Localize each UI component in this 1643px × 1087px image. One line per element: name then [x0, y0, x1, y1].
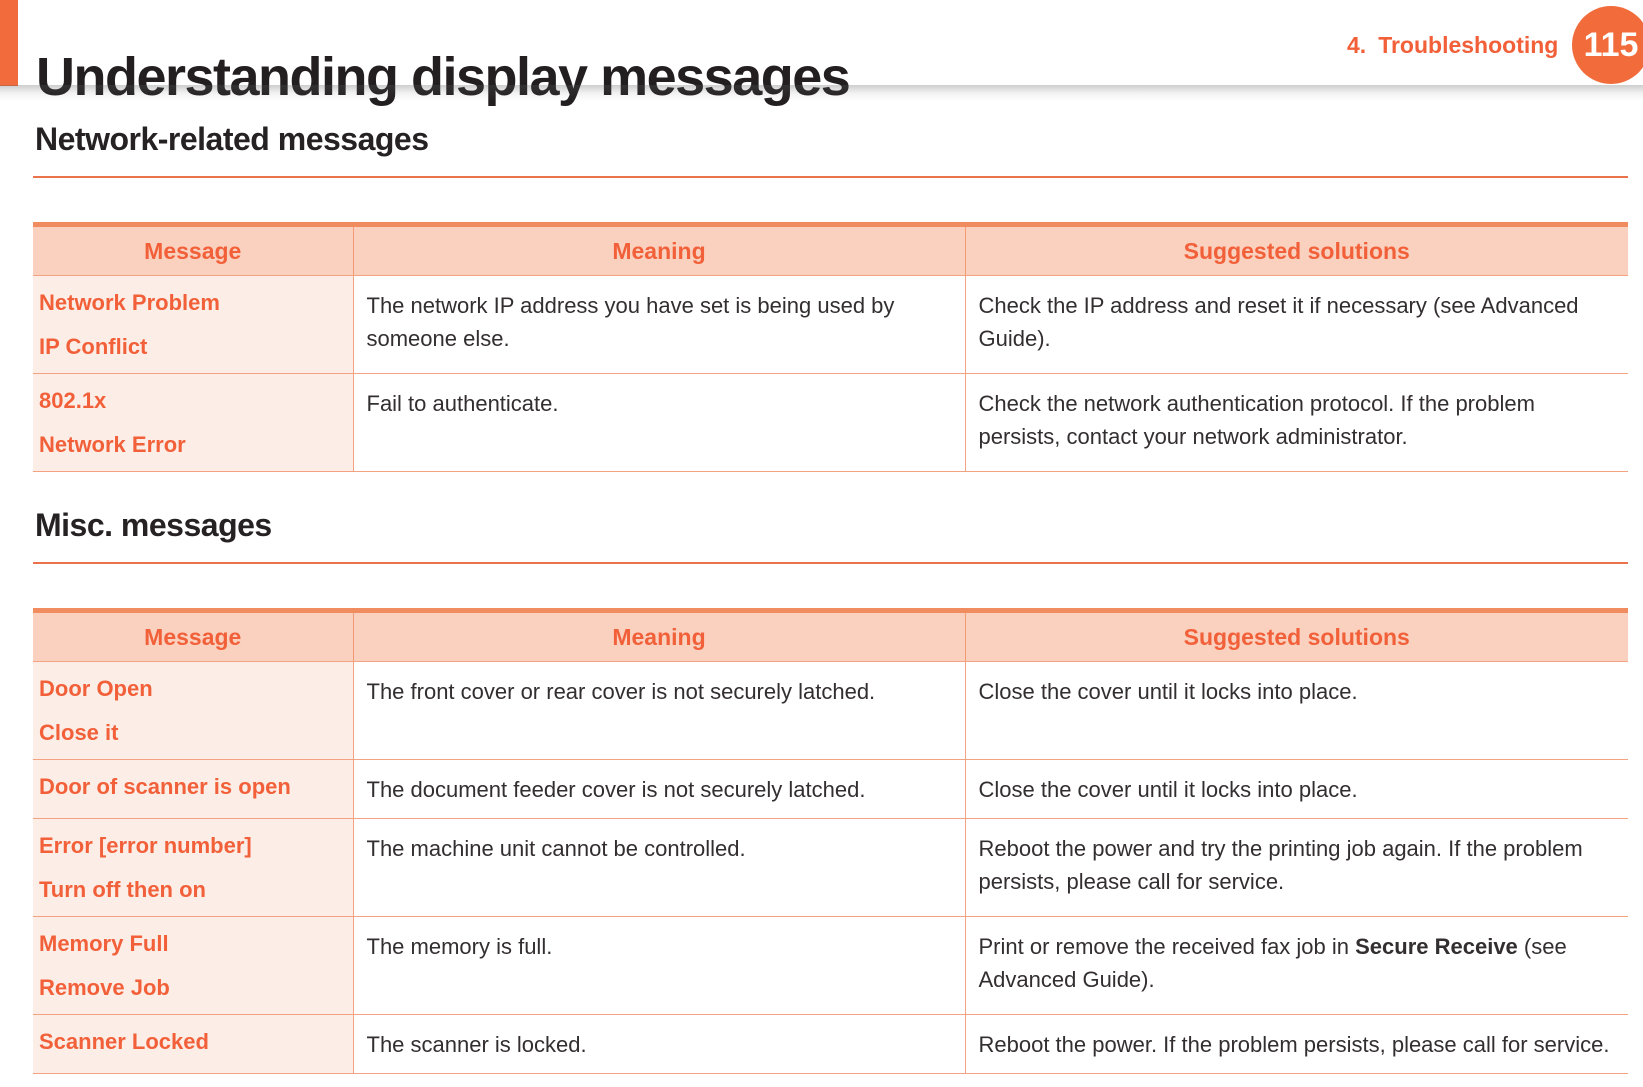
meaning-cell: Fail to authenticate. — [352, 373, 965, 472]
message-cell: Scanner Locked — [33, 1014, 353, 1074]
header-accent-bar — [0, 0, 18, 86]
solution-cell: Check the network authentication protoco… — [964, 373, 1628, 472]
solution-text: Close the cover until it locks into plac… — [978, 777, 1358, 802]
chapter-number: 4. — [1347, 32, 1367, 58]
solution-cell: Reboot the power. If the problem persist… — [964, 1014, 1628, 1074]
message-line: Network Error — [39, 432, 186, 457]
solution-text: Print or remove the received fax job in — [978, 934, 1356, 959]
table-row: Door of scanner is open The document feed… — [33, 759, 1628, 819]
header-shadow — [0, 85, 1643, 101]
solution-cell: Reboot the power and try the printing jo… — [964, 818, 1628, 917]
column-header: Meaning — [352, 608, 965, 662]
message-line: 802.1x — [39, 388, 107, 413]
column-header: Message — [33, 222, 353, 276]
solution-text: Reboot the power. If the problem persist… — [978, 1032, 1610, 1057]
table-row: Scanner Locked The scanner is locked. Rebo… — [33, 1014, 1628, 1074]
message-cell: Door of scanner is open — [33, 759, 353, 819]
solution-text: Close the cover until it locks into plac… — [978, 679, 1358, 704]
message-cell: Network Problem IP Conflict — [33, 275, 353, 374]
solution-text: Check the network authentication protoco… — [978, 391, 1535, 449]
page-number: 115 — [1583, 25, 1639, 64]
message-cell: Error [error number] Turn off then on — [33, 818, 353, 917]
message-line: Door of scanner is open — [39, 774, 291, 799]
heading-rule — [33, 562, 1628, 564]
table-row: Error [error number] Turn off then on The … — [33, 818, 1628, 917]
meaning-cell: The network IP address you have set is b… — [352, 275, 965, 374]
column-header: Message — [33, 608, 353, 662]
chapter-name: Troubleshooting — [1378, 32, 1559, 58]
solution-text: Reboot the power and try the printing jo… — [978, 836, 1583, 894]
message-line: Turn off then on — [39, 877, 206, 902]
solution-cell: Close the cover until it locks into plac… — [964, 661, 1628, 760]
message-line: Scanner Locked — [39, 1029, 209, 1054]
page-number-badge: 115 — [1572, 6, 1643, 84]
column-header: Suggested solutions — [964, 608, 1628, 662]
heading-rule — [33, 176, 1628, 178]
message-line: Network Problem — [39, 290, 220, 315]
solution-cell: Print or remove the received fax job in … — [964, 916, 1628, 1015]
table-body: Network Problem IP Conflict The network IP… — [33, 275, 1628, 472]
message-line: Remove Job — [39, 975, 170, 1000]
meaning-cell: The front cover or rear cover is not sec… — [352, 661, 965, 760]
column-header: Suggested solutions — [964, 222, 1628, 276]
message-line: Error [error number] — [39, 833, 252, 858]
column-header: Meaning — [352, 222, 965, 276]
solution-cell: Close the cover until it locks into plac… — [964, 759, 1628, 819]
meaning-cell: The machine unit cannot be controlled. — [352, 818, 965, 917]
message-line: IP Conflict — [39, 334, 148, 359]
solution-text: (see Advanced Guide). — [978, 934, 1567, 992]
message-line: Memory Full — [39, 931, 169, 956]
meaning-cell: The memory is full. — [352, 916, 965, 1015]
meaning-cell: The document feeder cover is not securel… — [352, 759, 965, 819]
emphasized-term: Secure Receive — [1355, 934, 1518, 959]
message-line: Close it — [39, 720, 119, 745]
section-heading: Misc. messages — [35, 507, 272, 543]
table-row: Network Problem IP Conflict The network IP… — [33, 275, 1628, 374]
message-line: Door Open — [39, 676, 153, 701]
solution-text: Check the IP address and reset it if nec… — [978, 293, 1579, 351]
page-title: Understanding display messages — [36, 47, 851, 108]
meaning-cell: The scanner is locked. — [352, 1014, 965, 1074]
section-heading: Network-related messages — [35, 121, 429, 157]
solution-cell: Check the IP address and reset it if nec… — [964, 275, 1628, 374]
chapter-label: 4. Troubleshooting — [1347, 32, 1558, 59]
